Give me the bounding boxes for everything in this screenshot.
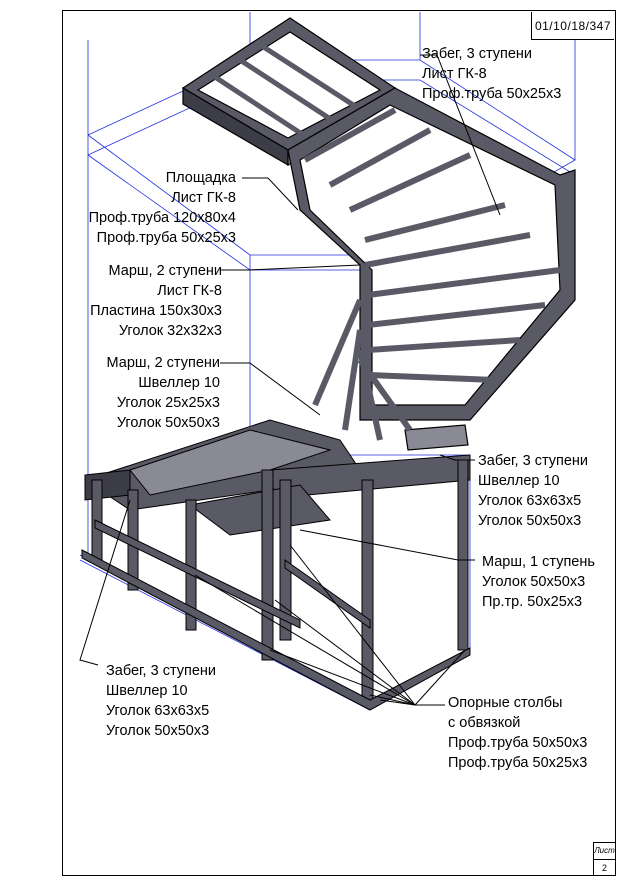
callout-zabeg-bottom: Забег, 3 ступени Швеллер 10 Уголок 63x63… bbox=[106, 661, 216, 741]
callout-marsh-2b: Марш, 2 ступени Швеллер 10 Уголок 25x25x… bbox=[107, 353, 220, 433]
callout-line: Площадка bbox=[165, 170, 236, 186]
callout-zabeg-top: Забег, 3 ступени Лист ГК-8 Проф.труба 50… bbox=[422, 44, 561, 104]
callout-line: Проф.труба 50x50x3 bbox=[448, 735, 588, 751]
callout-zabeg-mid: Забег, 3 ступени Швеллер 10 Уголок 63x63… bbox=[478, 451, 588, 531]
callout-ploshchadka: Площадка Лист ГК-8 Проф.труба 120x80x4 П… bbox=[89, 168, 236, 248]
base-rails bbox=[81, 519, 471, 711]
callout-line: Лист ГК-8 bbox=[422, 66, 487, 82]
drawing-code: 01/10/18/347 bbox=[531, 12, 614, 40]
callout-line: Пр.тр. 50x25x3 bbox=[482, 594, 583, 610]
callout-line: Забег, 3 ступени bbox=[106, 663, 217, 679]
sheet-number: 2 bbox=[601, 863, 607, 873]
callout-line: Швеллер 10 bbox=[106, 683, 188, 699]
callout-line: Опорные столбы bbox=[448, 695, 563, 711]
callout-line: Забег, 3 ступени bbox=[422, 46, 533, 62]
callout-line: Пластина 150x30x3 bbox=[90, 303, 222, 319]
callout-line: Лист ГК-8 bbox=[157, 283, 222, 299]
callout-line: Проф.труба 50x25x3 bbox=[448, 755, 588, 771]
callout-line: Уголок 25x25x3 bbox=[116, 395, 220, 411]
callout-line: Уголок 50x50x3 bbox=[116, 415, 220, 431]
callout-line: Швеллер 10 bbox=[138, 375, 220, 391]
callout-line: Швеллер 10 bbox=[478, 473, 560, 489]
callout-line: Марш, 2 ступени bbox=[108, 263, 222, 279]
callout-line: Проф.труба 50x25x3 bbox=[422, 86, 562, 102]
callout-marsh-1: Марш, 1 ступень Уголок 50x50x3 Пр.тр. 50… bbox=[482, 552, 595, 612]
leader-lines bbox=[79, 54, 501, 706]
callout-line: Уголок 50x50x3 bbox=[106, 723, 210, 739]
callout-line: Уголок 63x63x5 bbox=[478, 493, 582, 509]
callout-opornye: Опорные столбы с обвязкой Проф.труба 50x… bbox=[448, 693, 587, 773]
sheet-label: Лист bbox=[594, 843, 615, 860]
sheet-frame bbox=[62, 10, 616, 876]
callout-line: Лист ГК-8 bbox=[171, 190, 236, 206]
callout-marsh-2a: Марш, 2 ступени Лист ГК-8 Пластина 150x3… bbox=[90, 261, 222, 341]
lower-frame bbox=[83, 298, 471, 536]
callout-line: Уголок 50x50x3 bbox=[478, 513, 582, 529]
callout-line: Проф.труба 50x25x3 bbox=[96, 230, 236, 246]
callout-line: Уголок 50x50x3 bbox=[482, 574, 586, 590]
sheet-number-box: Лист 2 bbox=[593, 842, 615, 875]
callout-line: Уголок 32x32x3 bbox=[118, 323, 222, 339]
callout-line: Забег, 3 ступени bbox=[478, 453, 589, 469]
upper-flight bbox=[287, 87, 576, 451]
callout-line: с обвязкой bbox=[448, 715, 521, 731]
callout-line: Марш, 2 ступени bbox=[106, 355, 220, 371]
callout-line: Проф.труба 120x80x4 bbox=[88, 210, 236, 226]
callout-line: Уголок 63x63x5 bbox=[106, 703, 210, 719]
callout-line: Марш, 1 ступень bbox=[482, 554, 595, 570]
